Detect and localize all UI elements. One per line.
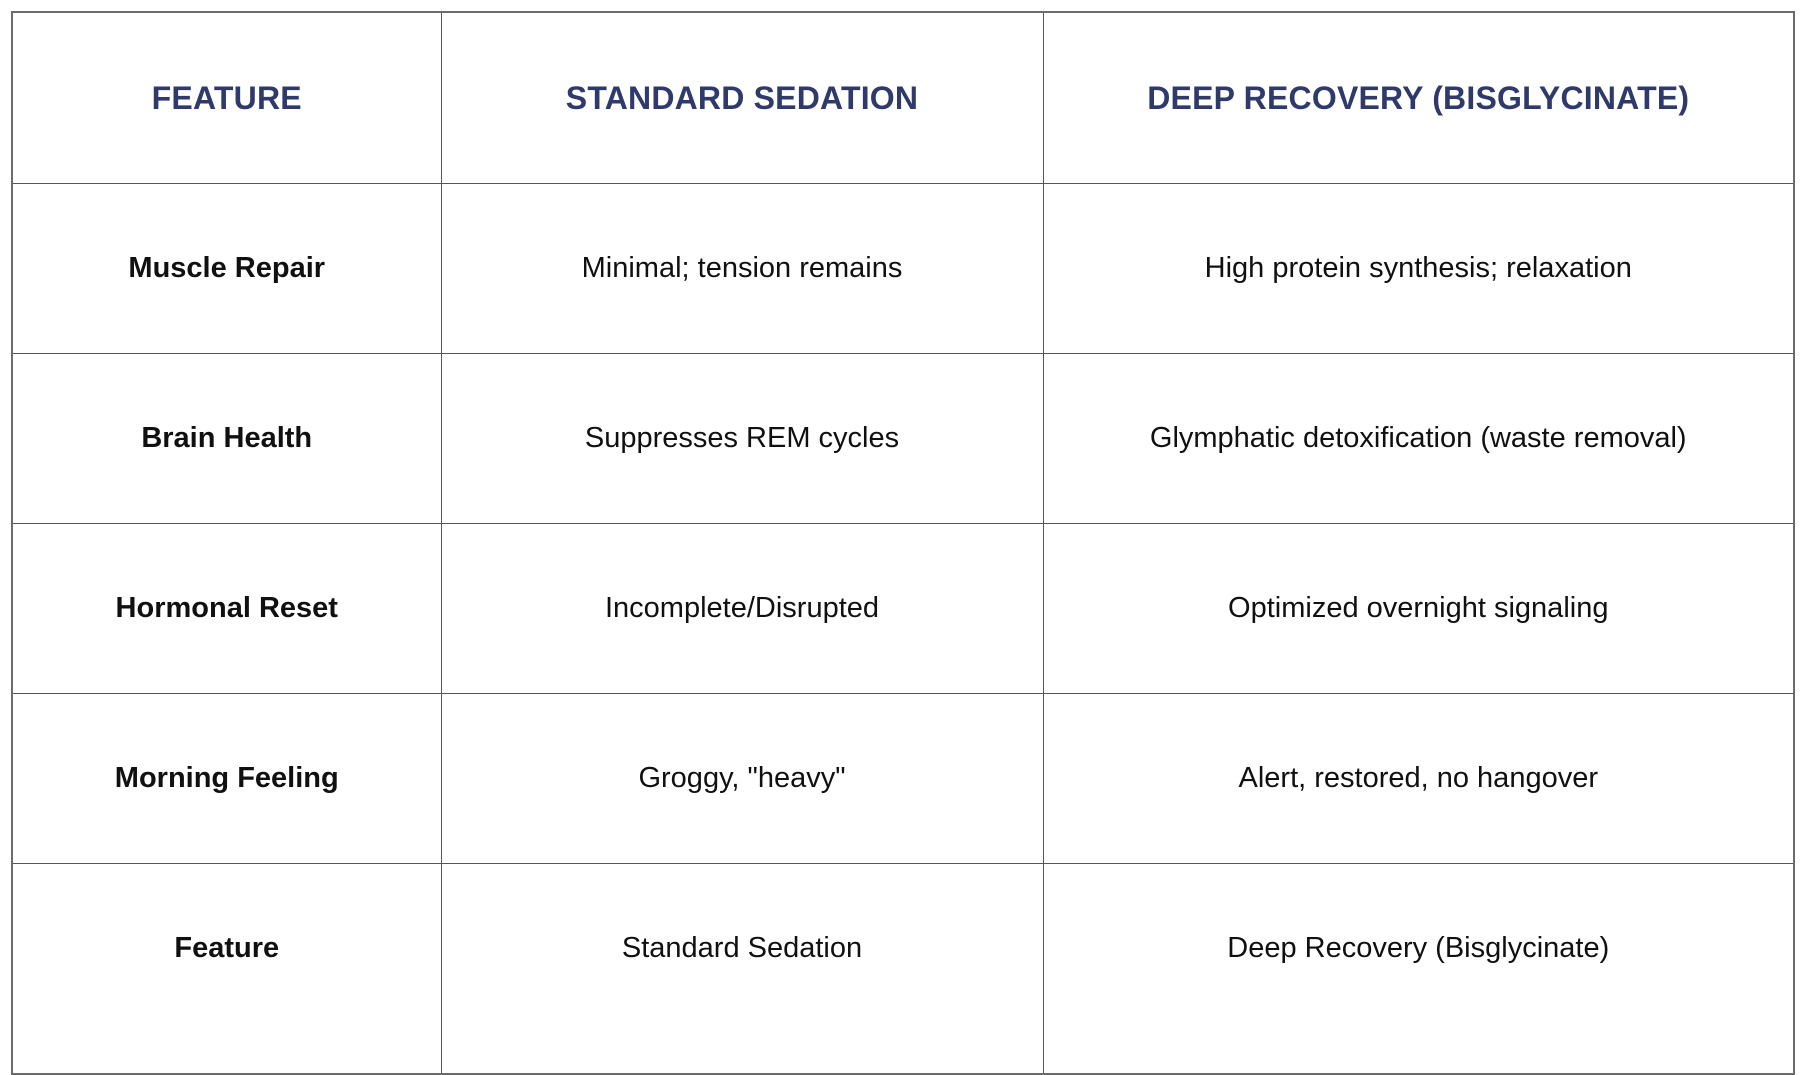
table-header-row: FEATURE STANDARD SEDATION DEEP RECOVERY … [11, 11, 1795, 184]
table-body: Muscle Repair Minimal; tension remains H… [11, 183, 1795, 1075]
cell-standard: Minimal; tension remains [440, 183, 1044, 354]
cell-feature: Muscle Repair [11, 183, 442, 354]
cell-feature: Hormonal Reset [11, 523, 442, 694]
cell-standard: Suppresses REM cycles [440, 353, 1044, 524]
table-row: Feature Standard Sedation Deep Recovery … [11, 863, 1795, 1075]
comparison-table-container: FEATURE STANDARD SEDATION DEEP RECOVERY … [11, 11, 1795, 1075]
cell-standard: Groggy, "heavy" [440, 693, 1044, 864]
column-header-standard-sedation: STANDARD SEDATION [440, 11, 1044, 184]
comparison-table: FEATURE STANDARD SEDATION DEEP RECOVERY … [11, 11, 1795, 1075]
table-row: Muscle Repair Minimal; tension remains H… [11, 183, 1795, 354]
cell-deep: Alert, restored, no hangover [1042, 693, 1795, 864]
cell-deep: Deep Recovery (Bisglycinate) [1042, 863, 1795, 1075]
cell-deep: Glymphatic detoxification (waste removal… [1042, 353, 1795, 524]
table-row: Brain Health Suppresses REM cycles Glymp… [11, 353, 1795, 524]
table-row: Hormonal Reset Incomplete/Disrupted Opti… [11, 523, 1795, 694]
page-root: FEATURE STANDARD SEDATION DEEP RECOVERY … [11, 11, 1795, 1075]
cell-standard: Standard Sedation [440, 863, 1044, 1075]
table-header: FEATURE STANDARD SEDATION DEEP RECOVERY … [11, 11, 1795, 184]
column-header-feature: FEATURE [11, 11, 442, 184]
table-row: Morning Feeling Groggy, "heavy" Alert, r… [11, 693, 1795, 864]
cell-standard: Incomplete/Disrupted [440, 523, 1044, 694]
cell-feature: Morning Feeling [11, 693, 442, 864]
cell-feature: Feature [11, 863, 442, 1075]
column-header-deep-recovery: DEEP RECOVERY (BISGLYCINATE) [1042, 11, 1795, 184]
cell-deep: High protein synthesis; relaxation [1042, 183, 1795, 354]
cell-feature: Brain Health [11, 353, 442, 524]
cell-deep: Optimized overnight signaling [1042, 523, 1795, 694]
